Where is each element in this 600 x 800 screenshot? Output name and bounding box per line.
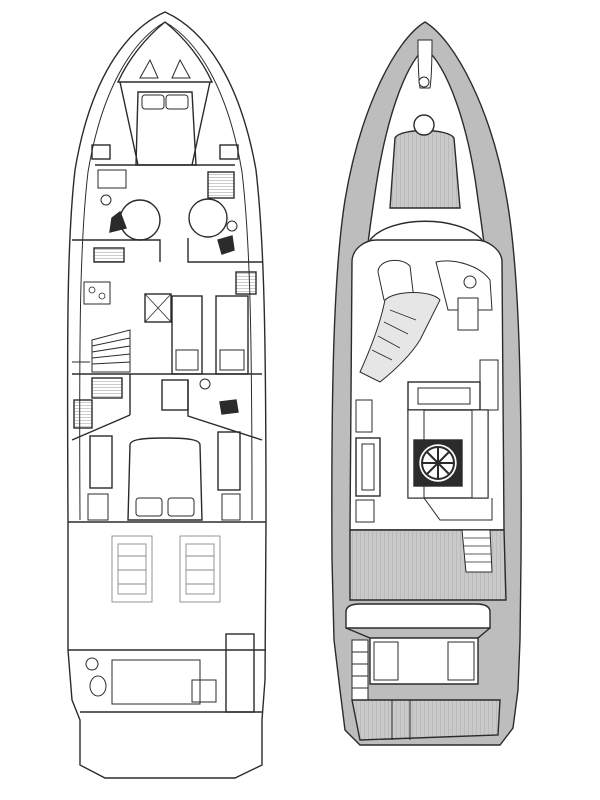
twin-berth-right <box>215 295 249 375</box>
sink-left <box>100 194 112 206</box>
aft-locker <box>225 633 255 713</box>
crew-sink <box>85 657 99 671</box>
locker-grille-port <box>73 399 93 429</box>
foredeck-sunpad <box>389 129 461 209</box>
owner-sofa-right <box>217 431 241 491</box>
owner-pillow-left <box>135 497 163 517</box>
locker-grille-mid <box>91 377 123 399</box>
lower-hull-outline <box>66 11 267 779</box>
galley-hob <box>83 281 111 305</box>
toilet-right <box>217 235 235 255</box>
lower-stairs <box>91 329 131 373</box>
crew-berth <box>111 659 201 705</box>
port-locker <box>355 499 375 523</box>
hob-ring-1 <box>88 286 96 294</box>
head-grille <box>93 247 125 263</box>
forward-cabin-wall <box>95 81 235 166</box>
swim-platform <box>351 699 501 741</box>
hob-ring-2 <box>98 292 106 300</box>
forward-nightstand-right <box>219 144 239 160</box>
sink-right <box>226 220 238 232</box>
cockpit-sofa <box>345 603 491 629</box>
forward-pillows <box>141 94 165 110</box>
cockpit-side-stairs <box>351 639 369 701</box>
main-deck-plan <box>331 21 522 746</box>
heads-partition <box>72 238 262 263</box>
bow-anchor <box>417 39 433 89</box>
helm-seat <box>457 297 479 331</box>
round-shower-left <box>119 199 161 241</box>
port-cabinet <box>355 399 373 433</box>
lower-hull-inner <box>79 21 253 521</box>
curved-companion-stairs <box>359 292 441 383</box>
locker-hatches <box>139 58 191 79</box>
crew-toilet <box>89 675 107 697</box>
owner-locker-left <box>87 493 109 521</box>
helm-wheel <box>463 275 477 289</box>
forward-pillow-right <box>165 94 189 110</box>
owner-locker-right <box>221 493 241 521</box>
twin-pillows <box>175 349 245 371</box>
mid-sink <box>199 378 211 390</box>
windscreen <box>369 220 483 241</box>
engines <box>111 535 221 603</box>
companionway-box <box>144 293 172 323</box>
head-vanity-left <box>97 169 127 189</box>
forward-nightstand-left <box>91 144 111 160</box>
galley-counter <box>479 359 499 411</box>
salon-table-compass <box>413 439 463 487</box>
mid-toilet <box>219 399 239 415</box>
mid-shower <box>161 379 189 411</box>
shower-right <box>207 171 235 199</box>
anchor-locker <box>116 21 214 83</box>
starboard-locker-grille <box>235 271 257 295</box>
aft-stairs <box>461 529 493 573</box>
crew-step <box>191 679 217 703</box>
deck-hatch <box>413 114 435 136</box>
lower-deck-plan <box>66 11 267 779</box>
owner-berth <box>127 437 203 521</box>
round-shower-right <box>188 198 228 238</box>
owner-pillow-right <box>167 497 195 517</box>
toilet-left <box>109 210 127 233</box>
owner-sofa-left <box>89 435 113 489</box>
